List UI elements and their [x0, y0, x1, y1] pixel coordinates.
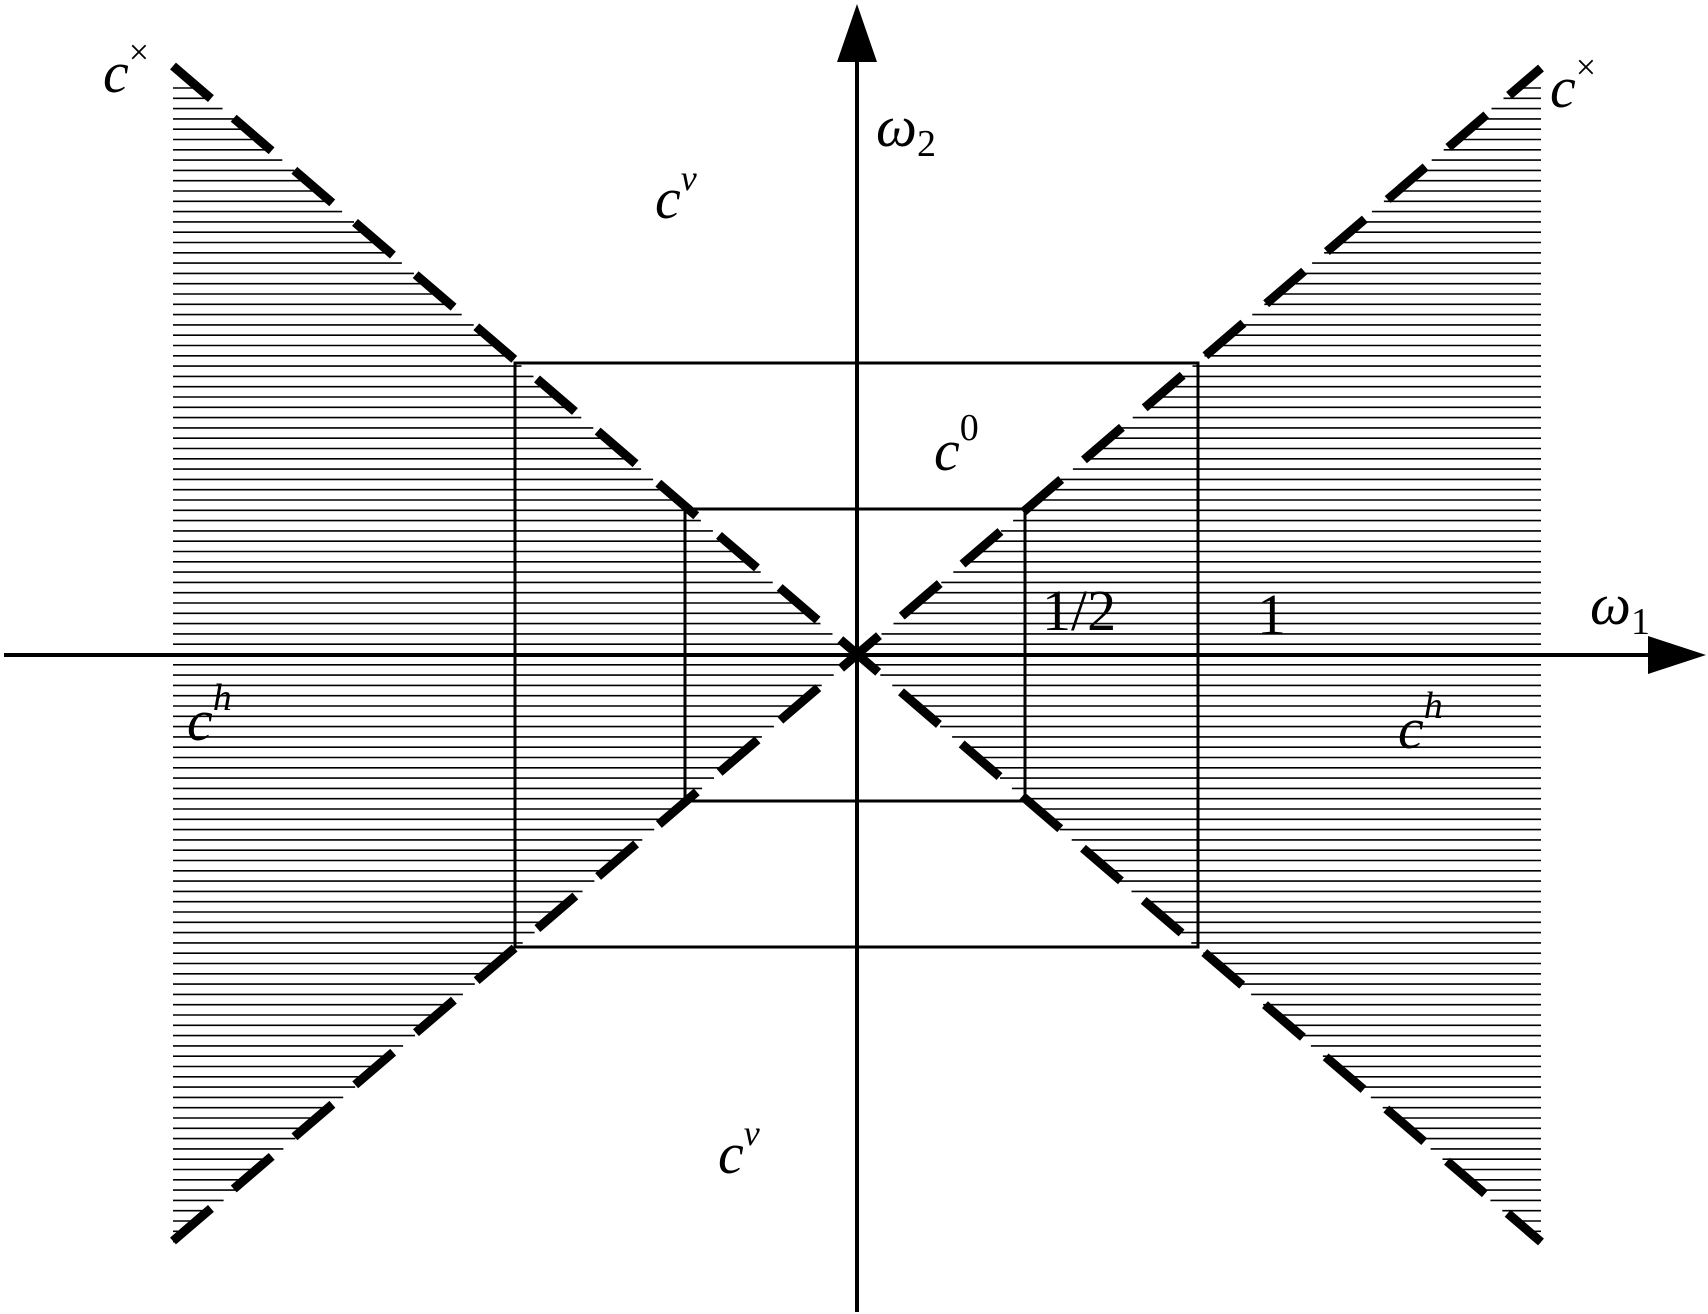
label-omega2: ω2 — [876, 94, 936, 165]
label-omega1: ω1 — [1590, 572, 1650, 643]
tick-label-one: 1 — [1257, 582, 1286, 647]
label-cone-diagonal-top-left: c× — [103, 32, 149, 105]
horizontal-cone-hatching-left — [173, 87, 857, 1243]
horizontal-cone-hatching-right — [857, 87, 1541, 1243]
omega1-axis-arrowhead — [1648, 636, 1706, 674]
label-cone-vertical-top: cv — [655, 158, 697, 231]
diagonal-boundary-ascending — [170, 64, 1544, 1245]
tick-label-half: 1/2 — [1042, 578, 1116, 643]
omega2-axis-arrowhead — [837, 4, 877, 62]
label-cone-vertical-bottom: cv — [718, 1113, 760, 1186]
label-cone-diagonal-top-right: c× — [1550, 47, 1596, 120]
label-low-frequency: c0 — [934, 407, 979, 483]
half-square — [683, 507, 1027, 803]
label-cone-horizontal-left: ch — [187, 677, 232, 753]
unit-square — [513, 361, 1200, 949]
label-cone-horizontal-right: ch — [1398, 685, 1443, 761]
